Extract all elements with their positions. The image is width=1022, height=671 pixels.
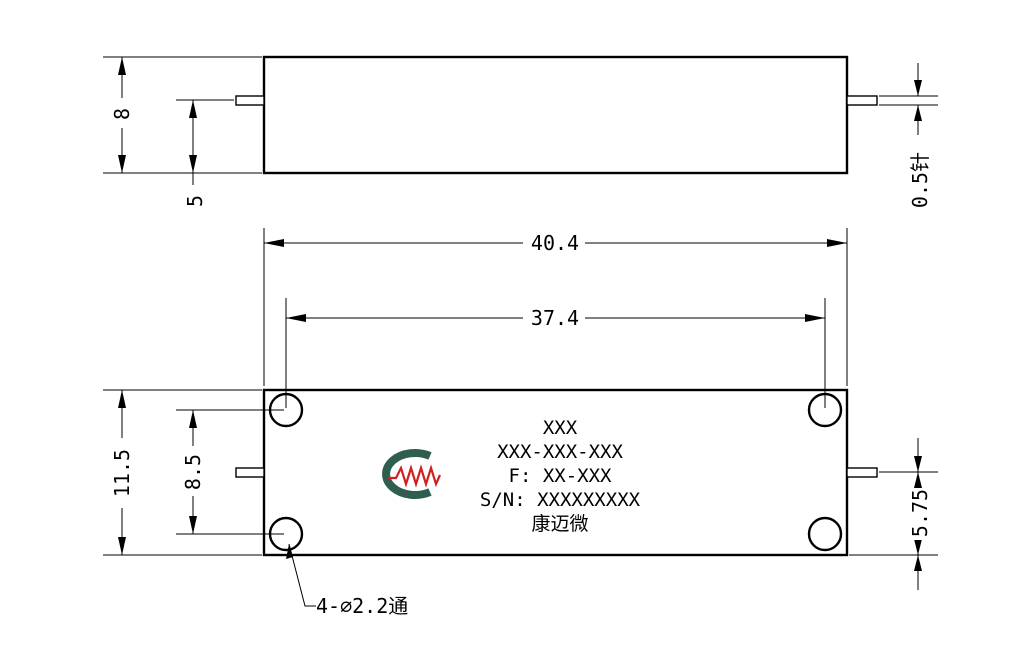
side-view-right-pin	[846, 95, 878, 106]
pin-diameter-label: 0.5针	[908, 152, 932, 208]
company-logo	[382, 449, 442, 499]
product-label: XXX XXX-XXX-XXX F: XX-XXX S/N: XXXXXXXXX…	[480, 417, 641, 535]
pin-height-dimension: 5	[176, 99, 234, 207]
total-length-label: 40.4	[531, 231, 579, 255]
side-view-left-pin	[235, 95, 265, 106]
mounting-hole-bottom-right	[807, 516, 843, 552]
pin-diameter-dimension: 0.5针	[879, 63, 938, 208]
label-line-2: XXX-XXX-XXX	[497, 441, 623, 463]
hole-vertical-spacing-dimension: 8.5	[176, 409, 284, 535]
label-line-3: F: XX-XXX	[509, 465, 613, 487]
side-view-body	[262, 55, 849, 175]
total-length-dimension: 40.4	[263, 228, 848, 386]
side-height-dimension: 8	[103, 56, 262, 174]
label-line-1: XXX	[543, 417, 578, 439]
top-view: XXX XXX-XXX-XXX F: XX-XXX S/N: XXXXXXXXX…	[103, 388, 938, 618]
pin-offset-dimension: 5.75	[849, 438, 938, 590]
logo-wave	[388, 464, 442, 488]
hole-vertical-spacing-label: 8.5	[181, 454, 205, 490]
hole-spec-label: 4-∅2.2通	[316, 594, 408, 618]
body-width-dimension: 11.5	[103, 389, 262, 556]
label-line-5: 康迈微	[531, 513, 588, 535]
body-width-label: 11.5	[110, 449, 134, 497]
top-view-left-pin	[235, 467, 265, 478]
hole-spacing-dimension: 37.4	[285, 298, 826, 408]
pin-height-label: 5	[183, 195, 207, 207]
hole-callout: 4-∅2.2通	[286, 543, 408, 618]
side-view: 8 5 0.5针	[103, 55, 938, 208]
mounting-hole-top-right	[807, 392, 843, 428]
pin-offset-label: 5.75	[908, 489, 932, 537]
hole-spacing-label: 37.4	[531, 306, 579, 330]
label-line-4: S/N: XXXXXXXXX	[480, 489, 641, 511]
top-view-right-pin	[846, 467, 878, 478]
side-height-label: 8	[110, 108, 134, 120]
